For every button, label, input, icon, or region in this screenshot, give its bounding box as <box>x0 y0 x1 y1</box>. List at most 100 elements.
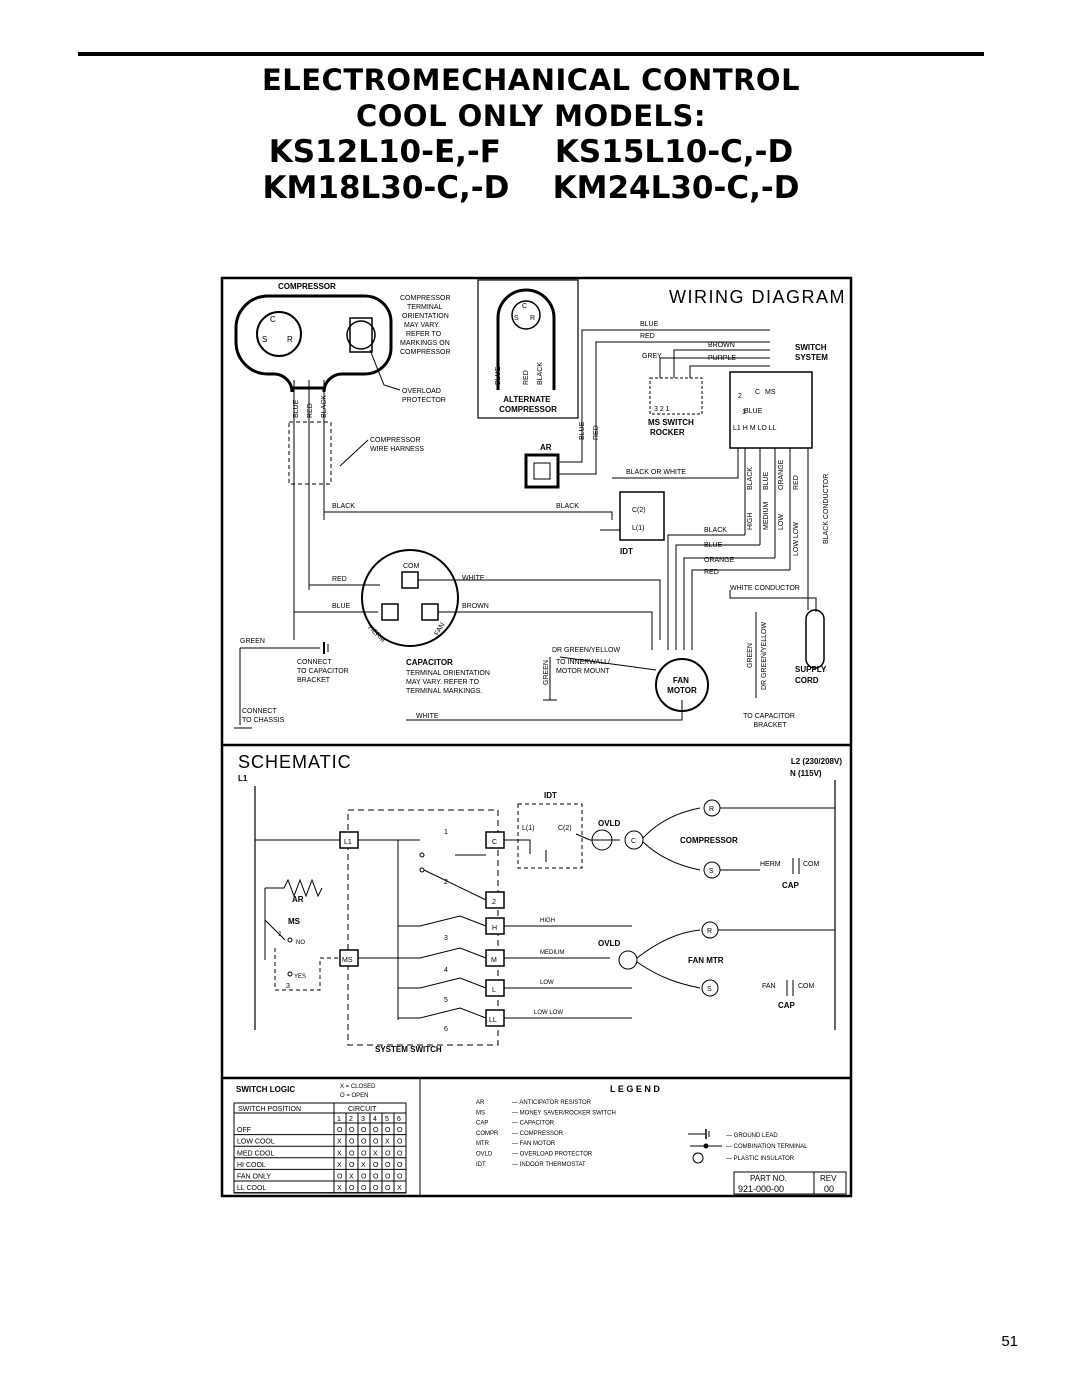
svg-text:OVLD: OVLD <box>598 939 620 948</box>
legend-code: OVLD <box>476 1152 493 1158</box>
title-line-2: COOL ONLY MODELS: <box>355 99 706 133</box>
switch-logic-cell: O <box>385 1162 391 1169</box>
switch-logic-cell: O <box>361 1150 367 1157</box>
switch-logic-cell: O <box>361 1185 367 1192</box>
svg-text:MEDIUM: MEDIUM <box>540 950 564 956</box>
svg-text:BROWN: BROWN <box>462 603 489 610</box>
wiring-title: WIRING DIAGRAM <box>669 287 846 307</box>
svg-text:L(1): L(1) <box>632 525 644 532</box>
svg-text:COM: COM <box>798 983 815 990</box>
capacitor-note: TERMINAL ORIENTATION MAY VARY. REFER TO … <box>406 670 492 695</box>
connect-capacitor-note: CONNECT TO CAPACITOR BRACKET <box>297 659 351 684</box>
svg-text:L2 (230/208V): L2 (230/208V) <box>791 757 842 766</box>
svg-text:FAN: FAN <box>434 622 447 637</box>
switch-logic-cell: O <box>397 1127 403 1134</box>
svg-text:LOW LOW: LOW LOW <box>534 1010 563 1016</box>
switch-logic-cell: X <box>361 1162 366 1169</box>
title-line-1: ELECTROMECHANICAL CONTROL <box>261 63 801 97</box>
svg-text:L1: L1 <box>238 774 248 783</box>
svg-text:O = OPEN: O = OPEN <box>340 1093 369 1099</box>
svg-text:LOW: LOW <box>778 514 785 530</box>
svg-text:LL: LL <box>489 1017 497 1024</box>
legend-code: CAP <box>476 1121 488 1127</box>
switch-logic-cell: X <box>385 1139 390 1146</box>
svg-text:REV: REV <box>820 1174 837 1183</box>
switch-logic-cell: X <box>337 1150 342 1157</box>
part-number-block: PART NO. REV 921-000-00 00 <box>733 1171 847 1195</box>
svg-text:S: S <box>514 315 519 322</box>
switch-logic-cell: X <box>337 1162 342 1169</box>
switch-position-label: LOW COOL <box>237 1139 275 1146</box>
svg-text:— GROUND LEAD: — GROUND LEAD <box>726 1133 778 1139</box>
svg-text:IDT: IDT <box>620 547 633 556</box>
legend-code: COMPR <box>476 1131 499 1137</box>
switch-logic-cell: X <box>337 1185 342 1192</box>
switch-logic-cell: O <box>349 1185 355 1192</box>
supply-cord-label: SUPPLY CORD <box>795 665 828 685</box>
svg-text:R: R <box>707 928 712 935</box>
svg-text:HERM: HERM <box>760 861 781 868</box>
svg-text:NO: NO <box>296 940 305 946</box>
svg-text:L(1): L(1) <box>522 825 534 832</box>
switch-logic-cell: O <box>397 1174 403 1181</box>
switch-position-label: LL COOL <box>237 1185 266 1192</box>
svg-text:2: 2 <box>444 879 448 886</box>
svg-text:BLUE: BLUE <box>495 366 502 385</box>
switch-logic-cell: X <box>397 1185 402 1192</box>
switch-position-label: FAN ONLY <box>237 1174 271 1181</box>
svg-text:S: S <box>707 986 712 993</box>
switch-logic-cell: O <box>385 1174 391 1181</box>
svg-text:GREEN: GREEN <box>747 643 754 668</box>
svg-text:HIGH: HIGH <box>747 513 754 531</box>
svg-text:BLACK: BLACK <box>704 527 727 534</box>
svg-text:FAN MTR: FAN MTR <box>688 956 724 965</box>
svg-text:PART NO.: PART NO. <box>750 1174 787 1183</box>
svg-text:BLACK: BLACK <box>556 503 579 510</box>
alternate-compressor-label: ALTERNATE COMPRESSOR <box>499 395 557 414</box>
ms-switch-label: MS SWITCH ROCKER <box>648 418 696 437</box>
svg-text:RED: RED <box>523 370 530 385</box>
switch-logic-cell: O <box>373 1162 379 1169</box>
svg-text:RED: RED <box>640 333 655 340</box>
switch-logic-cell: O <box>337 1127 343 1134</box>
svg-text:1: 1 <box>444 829 448 836</box>
svg-text:MEDIUM: MEDIUM <box>763 501 770 530</box>
compressor-body <box>234 294 393 393</box>
capacitor-label: CAPACITOR <box>406 658 453 667</box>
svg-text:RED: RED <box>793 475 800 490</box>
svg-text:M: M <box>491 957 497 964</box>
switch-logic-cell: O <box>385 1185 391 1192</box>
switch-logic-cell: O <box>373 1139 379 1146</box>
ms-switch-rocker <box>649 377 703 415</box>
svg-text:MS: MS <box>288 917 301 926</box>
legend-description: — MONEY SAVER/ROCKER SWITCH <box>512 1110 616 1116</box>
legend-description: — COMPRESSOR <box>512 1131 564 1137</box>
circuit-header-cell: 5 <box>385 1116 389 1123</box>
legend-description: — OVERLOAD PROTECTOR <box>512 1152 593 1158</box>
svg-text:MS: MS <box>342 957 353 964</box>
svg-text:HIGH: HIGH <box>540 918 555 924</box>
svg-text:RED: RED <box>704 569 719 576</box>
svg-text:AR: AR <box>540 443 552 452</box>
svg-text:COM: COM <box>803 861 820 868</box>
page-number: 51 <box>1001 1333 1018 1350</box>
svg-text:WHITE: WHITE <box>462 575 485 582</box>
switch-position-label: MED COOL <box>237 1150 274 1157</box>
switch-position-label: HI COOL <box>237 1162 266 1169</box>
switch-logic-cell: O <box>385 1127 391 1134</box>
comp-term-r: R <box>287 335 293 344</box>
circuit-header-cell: 4 <box>373 1116 377 1123</box>
svg-text:RED: RED <box>593 425 600 440</box>
svg-text:GREY: GREY <box>642 353 662 360</box>
legend-code: AR <box>476 1100 485 1106</box>
svg-text:R: R <box>530 315 535 322</box>
circuit-header-cell: 1 <box>337 1116 341 1123</box>
svg-text:C: C <box>755 389 760 396</box>
switch-logic-cell: O <box>337 1174 343 1181</box>
svg-text:— PLASTIC INSULATOR: — PLASTIC INSULATOR <box>726 1156 795 1162</box>
svg-text:5: 5 <box>444 997 448 1004</box>
svg-text:CIRCUIT: CIRCUIT <box>348 1106 377 1113</box>
